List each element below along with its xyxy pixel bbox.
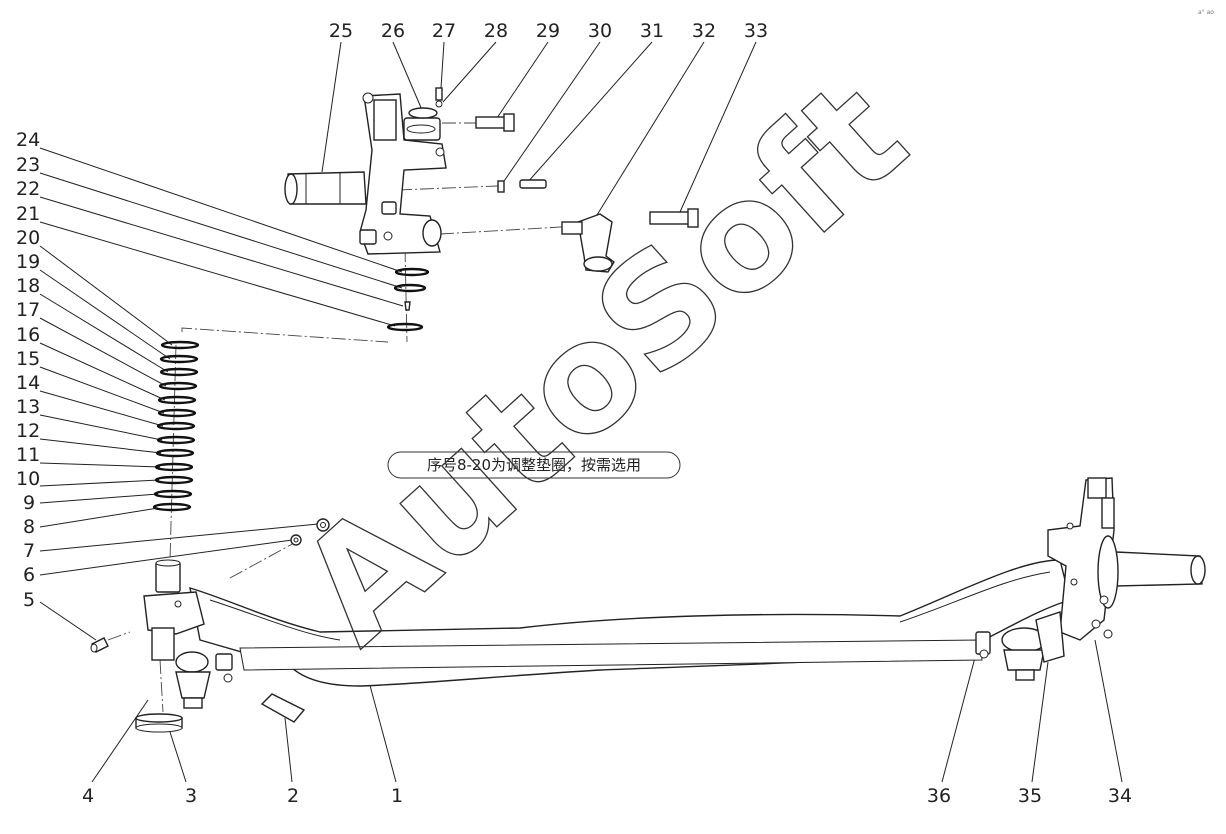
note-box: 序号8-20为调整垫圈，按需选用 [387, 451, 681, 479]
grease-fitting-5 [90, 637, 109, 653]
callout-20: 20 [16, 227, 40, 249]
callout-3: 3 [185, 785, 197, 807]
pin-30-31 [497, 179, 547, 193]
corner-mark: a° ao [1198, 9, 1214, 16]
callout-14: 14 [16, 372, 40, 394]
bushing-3 [135, 713, 183, 733]
tie-rod-end-right-35 [1001, 611, 1065, 681]
callout-35: 35 [1018, 785, 1042, 807]
callout-32: 32 [692, 20, 716, 42]
tie-rod-end-left [175, 651, 233, 709]
left-callouts: 24 23 22 21 20 19 18 17 16 15 14 13 12 1… [16, 129, 40, 611]
nuts-6-7 [290, 518, 330, 546]
callout-7: 7 [23, 540, 35, 562]
kingpin-left [143, 559, 205, 661]
adjusting-shims-8-20 [152, 340, 200, 512]
leader-lines [39, 41, 1123, 783]
callout-25: 25 [329, 20, 353, 42]
bolt-29 [475, 113, 515, 132]
callout-27: 27 [432, 20, 456, 42]
callout-30: 30 [588, 20, 612, 42]
callout-22: 22 [16, 178, 40, 200]
callout-15: 15 [16, 348, 40, 370]
callout-8: 8 [23, 516, 35, 538]
callout-5: 5 [23, 589, 35, 611]
callout-9: 9 [23, 492, 35, 514]
callout-33: 33 [744, 20, 768, 42]
callout-4: 4 [82, 785, 94, 807]
callout-2: 2 [287, 785, 299, 807]
callout-13: 13 [16, 396, 40, 418]
callout-23: 23 [16, 154, 40, 176]
top-callouts: 25 26 27 28 29 30 31 32 33 [329, 20, 768, 42]
callout-26: 26 [381, 20, 405, 42]
callout-36: 36 [927, 785, 951, 807]
callout-31: 31 [640, 20, 664, 42]
callout-6: 6 [23, 564, 35, 586]
callout-12: 12 [16, 420, 40, 442]
callout-19: 19 [16, 251, 40, 273]
front-axle-beam-1 [189, 559, 1071, 687]
assembly-centerlines [107, 122, 579, 713]
callout-34: 34 [1108, 785, 1132, 807]
plate-2 [260, 693, 306, 723]
bolt-33 [649, 208, 699, 228]
steering-arm-32 [561, 213, 615, 273]
bottom-callouts: 4 3 2 1 36 35 34 [82, 785, 1132, 807]
callout-29: 29 [536, 20, 560, 42]
note-text: 序号8-20为调整垫圈，按需选用 [427, 456, 641, 474]
callout-21: 21 [16, 203, 40, 225]
callout-24: 24 [16, 129, 40, 151]
steering-knuckle-top [284, 87, 447, 255]
callout-16: 16 [16, 324, 40, 346]
callout-18: 18 [16, 275, 40, 297]
steering-knuckle-right [1047, 477, 1206, 641]
callout-1: 1 [391, 785, 403, 807]
clamp-36 [975, 631, 991, 659]
thrust-washers-21-24 [386, 267, 430, 332]
callout-28: 28 [484, 20, 508, 42]
callout-10: 10 [16, 468, 40, 490]
autosoft-watermark: AutoSoft [268, 48, 939, 676]
callout-17: 17 [16, 299, 40, 321]
callout-11: 11 [16, 444, 40, 466]
